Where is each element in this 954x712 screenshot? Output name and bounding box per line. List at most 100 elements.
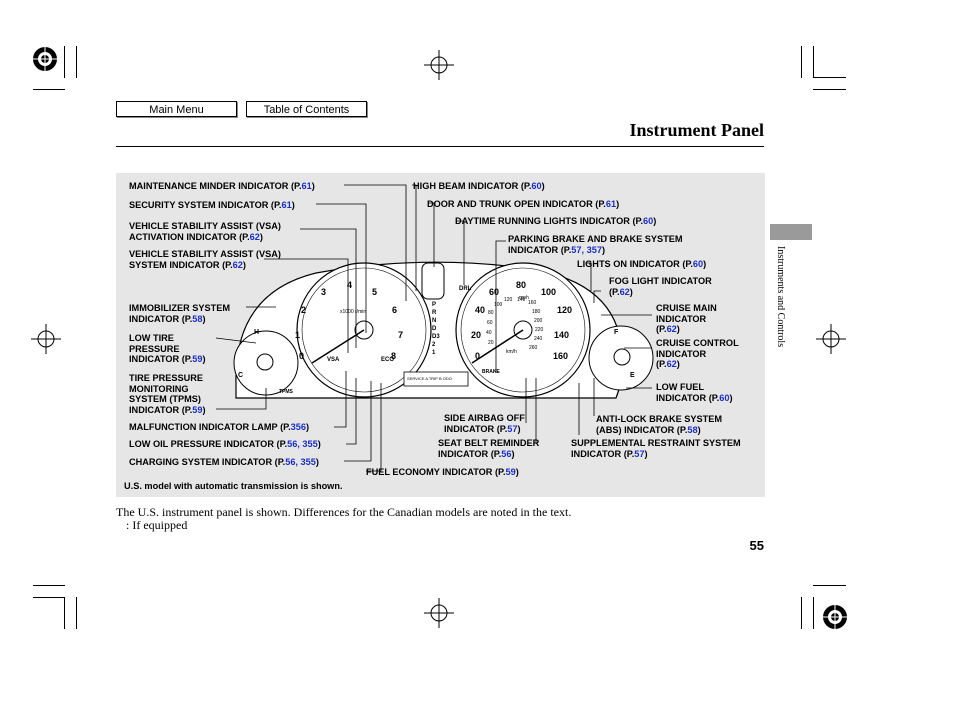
label-vsa-activation: VEHICLE STABILITY ASSIST (VSA) ACTIVATIO… [129, 221, 281, 242]
tach-8: 8 [391, 351, 397, 361]
crop-mark [33, 585, 65, 586]
fuel-f: F [614, 329, 619, 336]
kmh-20: 20 [488, 340, 494, 346]
tach-7: 7 [398, 330, 404, 340]
speed-140: 140 [554, 330, 570, 340]
registration-mark-icon [30, 44, 60, 74]
label-security-system: SECURITY SYSTEM INDICATOR (P.61) [129, 200, 295, 210]
crop-mark [813, 585, 846, 586]
crop-mark [76, 46, 77, 78]
label-low-tire-pressure: LOW TIRE PRESSURE INDICATOR (P.59) [129, 333, 206, 364]
crop-mark [801, 597, 802, 629]
crop-mark [33, 597, 65, 598]
speed-60: 60 [489, 287, 500, 297]
tach-4: 4 [347, 280, 353, 290]
gear-p: P [432, 302, 437, 308]
speed-0: 0 [475, 351, 481, 361]
label-abs: ANTI-LOCK BRAKE SYSTEM (ABS) INDICATOR (… [596, 414, 723, 435]
kmh-140: 140 [517, 297, 526, 303]
crop-mark [76, 597, 77, 629]
figure-caption: U.S. model with automatic transmission i… [124, 481, 343, 491]
label-parking-brake: PARKING BRAKE AND BRAKE SYSTEM INDICATOR… [508, 234, 683, 255]
eco-label: ECO [381, 357, 395, 363]
section-tab [770, 224, 812, 240]
title-divider [116, 146, 764, 147]
label-door-trunk: DOOR AND TRUNK OPEN INDICATOR (P.61) [427, 199, 620, 209]
if-equipped-note: : If equipped [126, 518, 188, 532]
label-daytime-running-lights: DAYTIME RUNNING LIGHTS INDICATOR (P.60) [455, 216, 657, 226]
crop-mark [813, 77, 846, 78]
temp-h: H [254, 329, 260, 336]
crosshair-icon [424, 598, 454, 628]
page-number: 55 [749, 538, 764, 553]
kmh-120: 120 [504, 297, 513, 303]
crosshair-icon [424, 50, 454, 80]
speed-160: 160 [553, 351, 569, 361]
kmh-80: 80 [488, 310, 494, 316]
odometer-display: SERVICE A TRIP B ODO [407, 376, 452, 381]
kmh-40: 40 [486, 330, 492, 336]
kmh-240: 240 [534, 336, 543, 342]
instrument-panel-figure: 0 1 2 3 4 5 6 7 8 x1000 r/min VSA ECO H … [116, 173, 765, 497]
speed-20: 20 [471, 330, 482, 340]
footnote: The U.S. instrument panel is shown. Diff… [116, 505, 572, 519]
label-vsa-system: VEHICLE STABILITY ASSIST (VSA) SYSTEM IN… [129, 249, 281, 270]
label-low-fuel: LOW FUEL INDICATOR (P.60) [656, 382, 733, 403]
label-fuel-economy: FUEL ECONOMY INDICATOR (P.59) [366, 467, 519, 477]
label-high-beam: HIGH BEAM INDICATOR (P.60) [413, 181, 545, 191]
label-side-airbag-off: SIDE AIRBAG OFF INDICATOR (P.57) [444, 413, 525, 434]
label-fog-light: FOG LIGHT INDICATOR (P.62) [609, 276, 712, 297]
tach-0: 0 [299, 351, 305, 361]
label-charging-system: CHARGING SYSTEM INDICATOR (P.56, 355) [129, 457, 319, 467]
crop-mark [813, 597, 814, 629]
gear-n: N [432, 318, 437, 324]
crop-mark [64, 46, 65, 78]
crop-mark [64, 597, 65, 629]
temp-c: C [238, 372, 244, 379]
speed-100: 100 [541, 287, 557, 297]
speed-40: 40 [475, 305, 486, 315]
gear-indicator: P R N D D3 2 1 [432, 301, 440, 357]
kmh-100: 100 [494, 302, 503, 308]
label-tpms: TIRE PRESSURE MONITORING SYSTEM (TPMS) I… [129, 373, 206, 415]
main-menu-button[interactable]: Main Menu [116, 101, 237, 117]
crop-mark [33, 89, 65, 90]
tach-5: 5 [372, 287, 378, 297]
kmh-160: 160 [528, 300, 537, 306]
fuel-e: E [630, 372, 635, 379]
gear-1: 1 [432, 350, 436, 356]
label-low-oil-pressure: LOW OIL PRESSURE INDICATOR (P.56, 355) [129, 439, 321, 449]
kmh-260: 260 [529, 345, 538, 351]
crosshair-icon [816, 324, 846, 354]
gear-d: D [432, 326, 437, 332]
registration-mark-icon [820, 602, 850, 632]
kmh-220: 220 [535, 327, 544, 333]
drl-label: DRL [459, 286, 472, 292]
gear-d3: D3 [432, 334, 440, 340]
tach-unit: x1000 r/min [340, 309, 367, 315]
crosshair-icon [31, 324, 61, 354]
label-malfunction-lamp: MALFUNCTION INDICATOR LAMP (P.356) [129, 422, 310, 432]
vsa-label: VSA [327, 357, 340, 363]
kmh-60: 60 [487, 320, 493, 326]
speed-unit: mph [519, 295, 529, 301]
brake-label: BRAKE [482, 369, 500, 375]
label-seat-belt-reminder: SEAT BELT REMINDER INDICATOR (P.56) [438, 438, 540, 459]
speed-80: 80 [516, 280, 527, 290]
crop-mark [801, 46, 802, 78]
speed-120: 120 [557, 305, 573, 315]
table-of-contents-button[interactable]: Table of Contents [246, 101, 367, 117]
gear-2: 2 [432, 342, 436, 348]
kmh-200: 200 [534, 318, 543, 324]
label-lights-on: LIGHTS ON INDICATOR (P.60) [577, 259, 707, 269]
tach-3: 3 [321, 287, 327, 297]
crop-mark [813, 46, 814, 78]
tach-1: 1 [295, 330, 301, 340]
speed-unit-kmh: km/h [506, 349, 517, 355]
kmh-180: 180 [532, 309, 541, 315]
label-cruise-main: CRUISE MAIN INDICATOR (P.62) [656, 303, 717, 334]
label-srs: SUPPLEMENTAL RESTRAINT SYSTEM INDICATOR … [571, 438, 741, 459]
crop-mark [813, 89, 846, 90]
tpms-label: TPMS [279, 389, 293, 395]
section-tab-label: Instruments and Controls [775, 246, 786, 348]
